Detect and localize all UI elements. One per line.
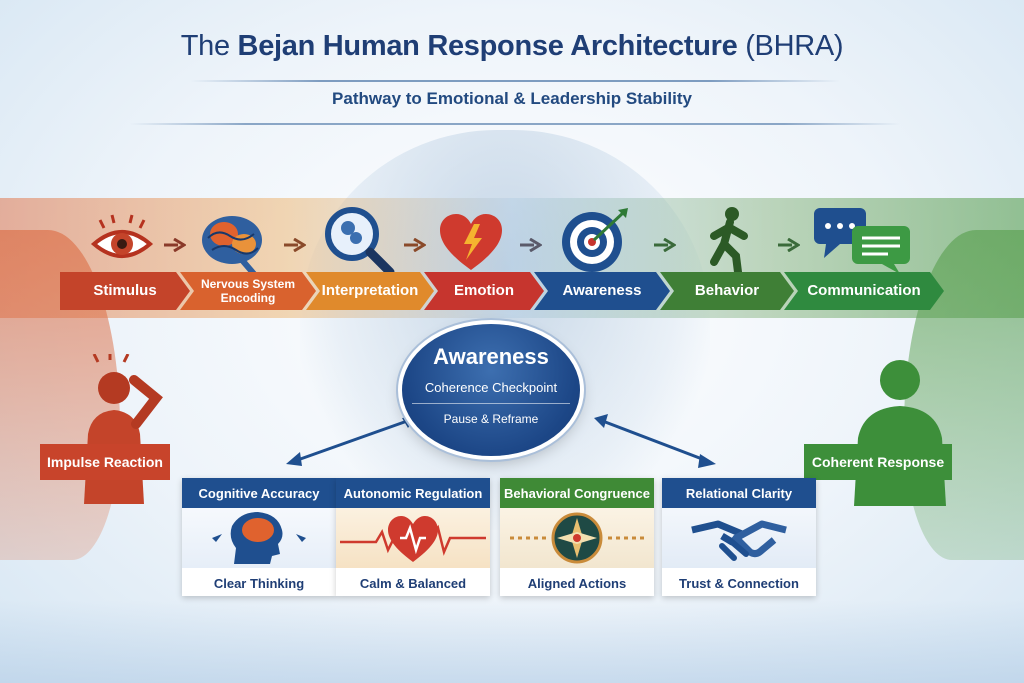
card-body	[336, 508, 490, 568]
page-title: The Bejan Human Response Architecture (B…	[0, 30, 1024, 63]
bottom-wash	[0, 600, 1024, 683]
calm-person-icon	[854, 360, 946, 506]
title-pre: The	[180, 30, 238, 62]
card-foot: Aligned Actions	[527, 575, 627, 591]
arrow-right-icon	[404, 238, 426, 252]
card-body	[662, 508, 816, 568]
eye-icon	[90, 214, 154, 258]
awareness-connector-arrows	[286, 414, 716, 468]
title-divider	[190, 80, 840, 82]
arrow-right-icon	[164, 238, 186, 252]
coherence-checkpoint-text: Coherence Checkpoint	[412, 380, 570, 404]
card-head: Behavioral Congruence	[500, 478, 654, 508]
stressed-person-icon	[84, 354, 163, 504]
card-head: Relational Clarity	[662, 478, 816, 508]
speech-bubbles-icon	[814, 208, 910, 274]
heart-lightning-icon	[440, 214, 502, 270]
card-foot: Clear Thinking	[213, 575, 305, 591]
title-post: (BHRA)	[737, 30, 844, 62]
pathway-step-stimulus: Stimulus	[60, 272, 190, 310]
page-subtitle: Pathway to Emotional & Leadership Stabil…	[332, 89, 692, 108]
compass-icon	[510, 512, 644, 564]
title-block: The Bejan Human Response Architecture (B…	[0, 30, 1024, 63]
heart-pulse-icon	[340, 516, 486, 562]
pathway-step-interpretation: Interpretation	[306, 272, 434, 310]
pause-reframe-text: Pause & Reframe	[443, 412, 539, 426]
walking-person-icon	[710, 207, 748, 274]
pathway-step-nervous-system-encoding: Nervous System Encoding	[180, 272, 316, 310]
magnifier-icon	[325, 207, 395, 276]
card-head: Autonomic Regulation	[336, 478, 490, 508]
arrow-right-icon	[284, 238, 306, 252]
target-icon	[562, 208, 628, 272]
head-brain-icon	[212, 512, 306, 564]
arrow-right-icon	[654, 238, 676, 252]
pathway-step-behavior: Behavior	[660, 272, 794, 310]
subtitle-divider	[130, 123, 900, 125]
awareness-checkpoint: Awareness Coherence Checkpoint Pause & R…	[402, 324, 580, 456]
arrow-right-icon	[520, 238, 542, 252]
coherent-response-label: Coherent Response	[804, 444, 952, 480]
pathway-step-communication: Communication	[784, 272, 944, 310]
card-behavioral-congruence: Behavioral Congruence Aligned Actions	[500, 478, 654, 596]
awareness-title: Awareness	[433, 344, 549, 369]
title-bold: Bejan Human Response Architecture	[237, 30, 738, 62]
card-head: Cognitive Accuracy	[182, 478, 336, 508]
pathway-step-emotion: Emotion	[424, 272, 544, 310]
card-foot: Trust & Connection	[679, 575, 799, 591]
card-foot: Calm & Balanced	[359, 575, 467, 591]
arrow-right-icon	[778, 238, 800, 252]
card-autonomic-regulation: Autonomic Regulation Calm & Balanced	[336, 478, 490, 596]
brain-icon	[202, 216, 262, 276]
impulse-reaction-label: Impulse Reaction	[40, 444, 170, 480]
pathway-step-awareness: Awareness	[534, 272, 670, 310]
handshake-icon	[691, 520, 787, 561]
card-relational-clarity: Relational Clarity Trust & Connection	[662, 478, 816, 596]
card-body	[182, 508, 336, 568]
card-cognitive-accuracy: Cognitive Accuracy Clear Thinking	[182, 478, 336, 596]
card-body	[500, 508, 654, 568]
